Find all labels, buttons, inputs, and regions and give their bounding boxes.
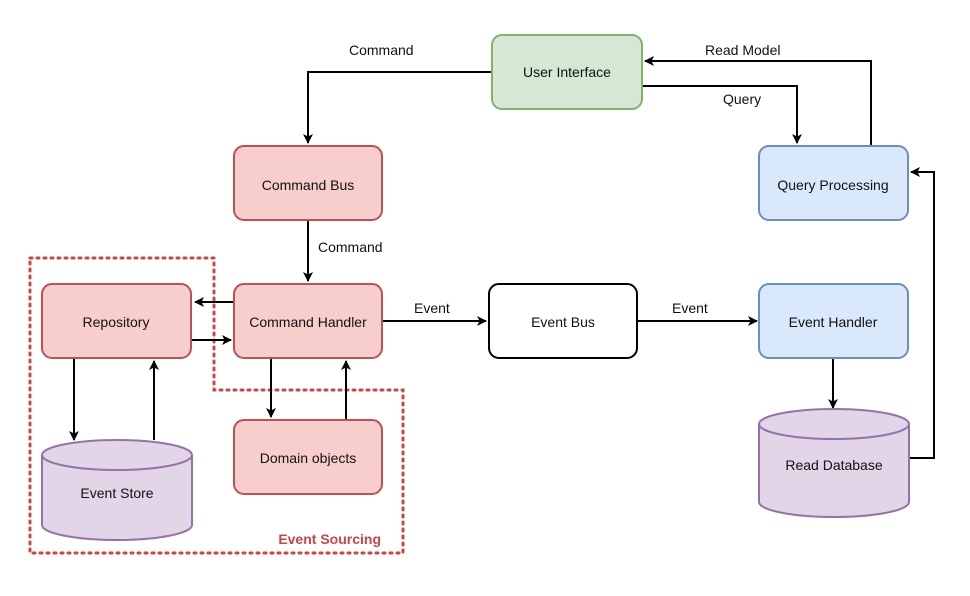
node-repository: Repository [41, 283, 192, 359]
edge-read-database-to-query-processing [908, 167, 935, 459]
node-event-handler-label: Event Handler [789, 314, 878, 330]
node-query-processing-label: Query Processing [777, 177, 888, 193]
edges [69, 56, 935, 459]
edge-label-handler-event: Event [414, 300, 450, 316]
node-domain-objects-label: Domain objects [260, 450, 357, 466]
edge-query-processing-to-ui [644, 56, 872, 146]
node-event-handler: Event Handler [758, 283, 909, 359]
edge-label-bus-command: Command [318, 239, 383, 255]
edge-label-read-model: Read Model [705, 42, 781, 58]
node-read-database: Read Database [758, 408, 910, 518]
node-event-store: Event Store [41, 439, 193, 541]
node-event-bus: Event Bus [488, 283, 638, 359]
node-user-interface: User Interface [491, 34, 643, 110]
node-read-database-label: Read Database [785, 457, 883, 473]
edge-ui-to-command-bus [303, 71, 492, 144]
edge-label-query: Query [723, 91, 761, 107]
edge-ui-to-query-processing [642, 85, 802, 144]
node-command-handler: Command Handler [233, 283, 383, 359]
edge-label-ui-command: Command [349, 42, 414, 58]
node-repository-label: Repository [83, 314, 150, 330]
event-sourcing-group-border [28, 256, 405, 555]
node-command-bus-label: Command Bus [262, 177, 355, 193]
node-command-bus: Command Bus [233, 145, 383, 221]
node-event-store-label: Event Store [80, 485, 153, 501]
node-command-handler-label: Command Handler [249, 314, 367, 330]
event-sourcing-label: Event Sourcing [278, 531, 381, 547]
node-event-bus-label: Event Bus [531, 314, 595, 330]
node-query-processing: Query Processing [758, 145, 909, 221]
node-domain-objects: Domain objects [233, 419, 383, 495]
node-user-interface-label: User Interface [523, 64, 611, 80]
edge-label-bus-event: Event [672, 300, 708, 316]
